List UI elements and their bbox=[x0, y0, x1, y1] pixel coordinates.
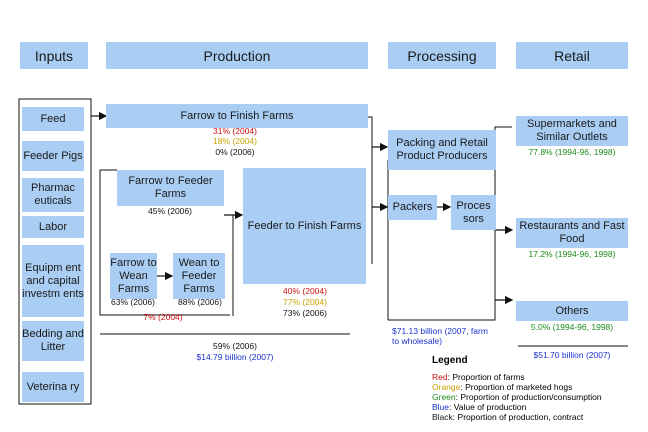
supermarkets-green: 77.8% (1994-96, 1998) bbox=[528, 147, 616, 157]
input-equipment: Equipm ent and capital investm ents bbox=[22, 245, 84, 317]
production-group-outline bbox=[99, 230, 230, 316]
packing-retail-producers: Packing and Retail Product Producers bbox=[388, 130, 496, 170]
legend-title: Legend bbox=[432, 355, 468, 366]
production-total-blue: $14.79 billion (2007) bbox=[196, 352, 274, 362]
legend: Red: Proportion of farms Orange: Proport… bbox=[432, 372, 602, 422]
legend-item-green: Green: Proportion of production/consumpt… bbox=[432, 392, 602, 402]
legend-item-orange: Orange: Proportion of marketed hogs bbox=[432, 382, 573, 392]
input-bedding: Bedding and Litter bbox=[22, 321, 84, 361]
retail-supermarkets: Supermarkets and Similar Outlets bbox=[516, 116, 628, 146]
restaurants-green: 17.2% (1994-96, 1998) bbox=[528, 249, 616, 259]
header-production: Production bbox=[106, 42, 368, 69]
farrow-wean-black: 63% (2006) bbox=[111, 297, 155, 307]
retail-restaurants: Restaurants and Fast Food bbox=[516, 218, 628, 248]
legend-item-black: Black: Proportion of production, contrac… bbox=[432, 412, 584, 422]
header-inputs: Inputs bbox=[20, 42, 88, 69]
legend-item-red: Red: Proportion of farms bbox=[432, 372, 525, 382]
packers: Packers bbox=[388, 195, 437, 220]
input-feed: Feed bbox=[22, 107, 84, 131]
header-retail: Retail bbox=[516, 42, 628, 69]
header-processing: Processing bbox=[388, 42, 496, 69]
wean-to-feeder-farms: Wean to Feeder Farms bbox=[173, 253, 225, 299]
farrow-finish-black: 0% (2006) bbox=[215, 147, 255, 157]
retail-others: Others bbox=[516, 301, 628, 321]
legend-item-blue: Blue: Value of production bbox=[432, 402, 527, 412]
input-pharmaceuticals: Pharmac euticals bbox=[22, 178, 84, 212]
farrow-to-wean-farms: Farrow to Wean Farms bbox=[110, 253, 157, 299]
feeder-to-finish-farms: Feeder to Finish Farms bbox=[243, 168, 366, 284]
others-green: 5.0% (1994-96, 1998) bbox=[530, 322, 614, 332]
input-labor: Labor bbox=[22, 216, 84, 238]
retail-value: $51.70 billion (2007) bbox=[533, 350, 611, 360]
farrow-feeder-black: 45% (2006) bbox=[148, 206, 192, 216]
feeder-finish-black: 73% (2006) bbox=[283, 308, 327, 318]
wean-feeder-black: 88% (2006) bbox=[178, 297, 222, 307]
farrow-to-feeder-farms: Farrow to Feeder Farms bbox=[117, 170, 224, 206]
production-total-black: 59% (2006) bbox=[213, 341, 257, 351]
processing-value: $71.13 billion (2007, farm to wholesale) bbox=[392, 326, 488, 346]
farrow-wean-red: 7% (2004) bbox=[143, 312, 183, 322]
farrow-finish-red: 31% (2004) bbox=[213, 126, 257, 136]
input-veterinary: Veterina ry bbox=[22, 372, 84, 402]
input-feeder-pigs: Feeder Pigs bbox=[22, 141, 84, 171]
feeder-finish-red: 40% (2004) bbox=[283, 286, 327, 296]
inputs-outline bbox=[18, 98, 92, 405]
farrow-finish-orange: 18% (2004) bbox=[213, 136, 257, 146]
processors: Proces sors bbox=[451, 195, 496, 230]
feeder-finish-orange: 77% (2004) bbox=[283, 297, 327, 307]
farrow-to-finish-farms: Farrow to Finish Farms bbox=[106, 104, 368, 128]
